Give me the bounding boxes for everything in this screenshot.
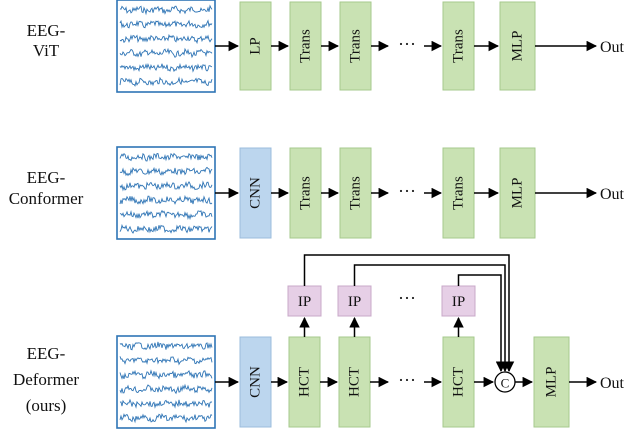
block-ip-1	[287, 285, 322, 317]
block-ip-2	[337, 285, 372, 317]
row-eeg-vit: EEG- ViT LP Trans Trans ··· Trans MLP Ou…	[27, 0, 625, 93]
ellipsis: ···	[398, 181, 416, 201]
block-label: Trans	[451, 176, 467, 210]
block-label: CNN	[248, 177, 264, 209]
block-label: CNN	[248, 366, 264, 398]
block-label: Trans	[298, 29, 314, 63]
ellipsis: ···	[398, 370, 416, 390]
row-name-line: EEG-	[27, 344, 66, 363]
block-label: IP	[452, 294, 465, 310]
block-hct-1	[288, 336, 321, 428]
row-eeg-conformer: EEG- Conformer CNN Trans Trans ··· Trans…	[9, 146, 625, 240]
block-trans-3	[442, 147, 475, 239]
eeg-signal-panel	[116, 146, 216, 240]
block-label: Trans	[348, 29, 364, 63]
block-label: MLP	[510, 178, 526, 209]
concat-symbol: C	[501, 376, 510, 391]
row-eeg-deformer: EEG- Deformer (ours) CNN HCT HCT ··· HCT…	[13, 254, 625, 429]
ellipsis: ···	[398, 34, 416, 54]
block-label: Trans	[451, 29, 467, 63]
block-label: Trans	[298, 176, 314, 210]
output-label: Out	[600, 375, 625, 392]
row-name-line: Deformer	[13, 370, 79, 389]
block-hct-2	[338, 336, 371, 428]
block-cnn	[239, 147, 272, 239]
block-mlp	[533, 336, 570, 428]
skip-connection	[353, 264, 511, 373]
block-label: HCT	[347, 367, 363, 397]
block-trans-2	[339, 1, 372, 91]
block-label: MLP	[510, 31, 526, 62]
eeg-signal-panel	[116, 335, 216, 429]
block-mlp	[499, 147, 536, 239]
skip-connection	[303, 254, 515, 373]
eeg-signal-panel	[116, 0, 216, 93]
block-label: HCT	[297, 367, 313, 397]
row-name-line: EEG-	[27, 21, 66, 40]
block-label: IP	[348, 294, 361, 310]
block-label: Trans	[348, 176, 364, 210]
skip-connection	[457, 274, 507, 373]
block-trans-1	[289, 1, 322, 91]
block-trans-1	[289, 147, 322, 239]
row-name-line: EEG-	[27, 168, 66, 187]
row-name-line: (ours)	[26, 396, 67, 415]
block-label: IP	[298, 294, 311, 310]
block-label: MLP	[544, 367, 560, 398]
block-label: LP	[248, 37, 264, 55]
block-label: HCT	[451, 367, 467, 397]
block-mlp	[499, 1, 536, 91]
output-label: Out	[600, 186, 625, 203]
output-label: Out	[600, 39, 625, 56]
block-ip-3	[441, 285, 476, 317]
row-name-line: Conformer	[9, 189, 84, 208]
block-cnn	[239, 336, 272, 428]
block-trans-2	[339, 147, 372, 239]
row-name-line: ViT	[33, 41, 60, 60]
ellipsis: ···	[398, 288, 416, 308]
